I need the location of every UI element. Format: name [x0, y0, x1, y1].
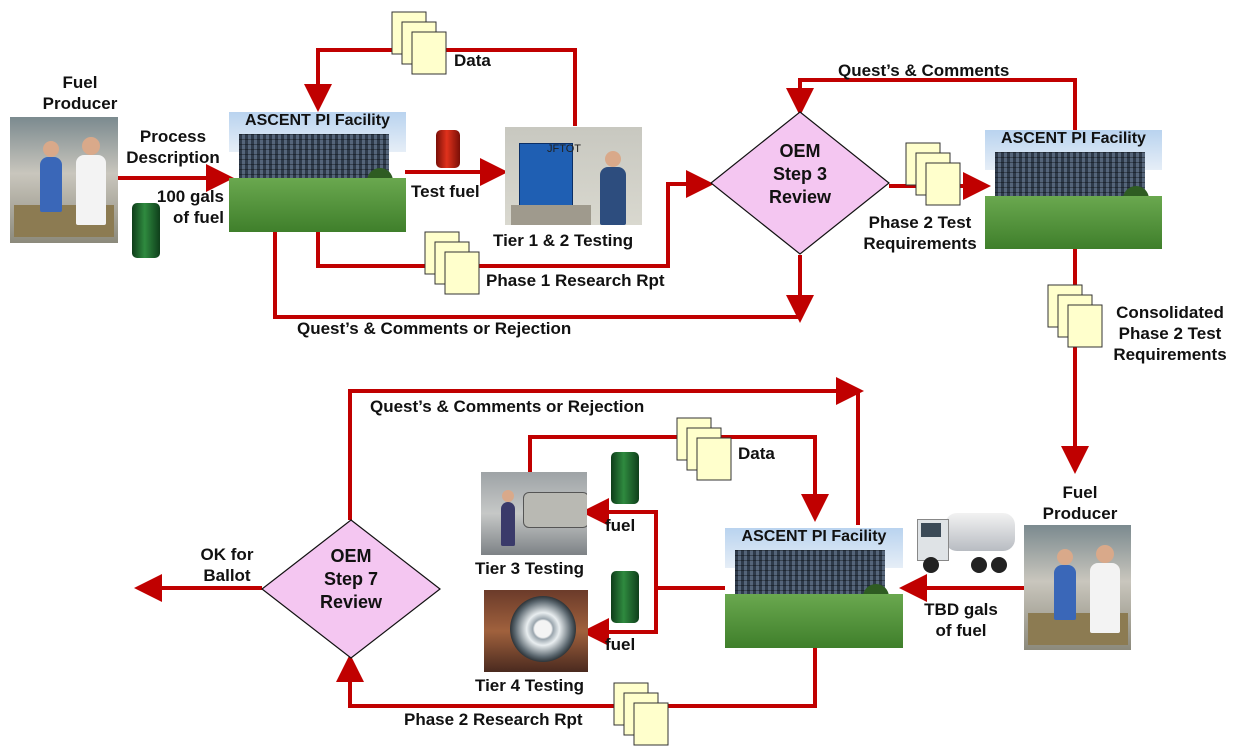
data-bottom-label: Data [738, 444, 775, 463]
arrow-data-loop-bottom [528, 435, 829, 522]
fuel-drum-icon [611, 452, 639, 504]
tier12-testing-photo: JFTOT [505, 127, 642, 225]
fuel-drum-icon [132, 203, 160, 258]
facility-title: ASCENT PI Facility [741, 528, 887, 545]
quest-comments-rejection-bottom-label: Quest’s & Comments or Rejection [370, 397, 645, 416]
data-top-label: Data [454, 51, 491, 70]
arrow-fuel-branch-2 [581, 588, 658, 646]
ascent-facility-top-right: ASCENT PI Facility [985, 130, 1162, 249]
oem-step3-diamond [710, 111, 890, 255]
phase1-report-label: Phase 1 Research Rpt [486, 271, 665, 290]
fuel-producer-photo-bottom [1024, 525, 1131, 650]
test-fuel-can-icon [436, 130, 460, 168]
process-description-label: Process Description [126, 127, 220, 167]
tier12-testing-label: Tier 1 & 2 Testing [493, 231, 634, 250]
facility-title: ASCENT PI Facility [1001, 130, 1146, 147]
phase2-report-label: Phase 2 Research Rpt [404, 710, 583, 729]
fuel-producer-photo-top [10, 117, 118, 243]
consolidated-requirements-label: Consolidated Phase 2 Test Requirements [1113, 303, 1227, 364]
arrow-quest-comments-top [786, 78, 1077, 131]
fuel-truck-icon [915, 505, 1015, 577]
fuel-label-2: fuel [605, 635, 636, 654]
phase2-test-requirements-label: Phase 2 Test Requirements [863, 213, 977, 253]
oem-step7-diamond [261, 519, 441, 659]
fuel-producer-top-label: Fuel Producer [42, 73, 118, 113]
doc-stack-consolidated [1047, 284, 1103, 348]
ascent-facility-bottom: ASCENT PI Facility [725, 528, 903, 648]
quest-comments-top-label: Quest’s & Comments [838, 61, 1010, 80]
doc-stack-data-bottom [676, 417, 732, 481]
ok-for-ballot-label: OK for Ballot [200, 545, 254, 585]
doc-stack-phase2-requirements [905, 142, 961, 206]
doc-stack-phase1 [424, 231, 480, 295]
fuel-drum-icon [611, 571, 639, 623]
jftot-label: JFTOT [547, 143, 582, 155]
doc-stack-phase2-report [613, 682, 669, 746]
tier4-testing-photo [484, 590, 588, 672]
fuel-producer-bottom-label: Fuel Producer [1042, 483, 1118, 523]
arrow-phase1-report [316, 170, 714, 268]
gals-fuel-label: 100 gals of fuel [156, 187, 224, 227]
arrow-phase2-report [336, 648, 817, 708]
doc-stack-data-top [391, 11, 447, 75]
tier3-testing-photo [481, 472, 587, 555]
quest-comments-rejection-top-label: Quest’s & Comments or Rejection [297, 319, 572, 338]
tier3-testing-label: Tier 3 Testing [475, 559, 584, 578]
ascent-facility-top-left: ASCENT PI Facility [229, 112, 406, 232]
oem-step7-label: OEM Step 7 Review [319, 546, 383, 612]
facility-title: ASCENT PI Facility [245, 112, 390, 129]
arrow-facility-to-oem3 [273, 232, 800, 319]
arrow-fuel-branch [581, 498, 725, 590]
tbd-gals-fuel-label: TBD gals of fuel [924, 600, 998, 640]
tier4-testing-label: Tier 4 Testing [475, 676, 584, 695]
fuel-label-1: fuel [605, 516, 636, 535]
oem-step3-label: OEM Step 3 Review [768, 141, 832, 207]
test-fuel-label: Test fuel [411, 182, 480, 201]
